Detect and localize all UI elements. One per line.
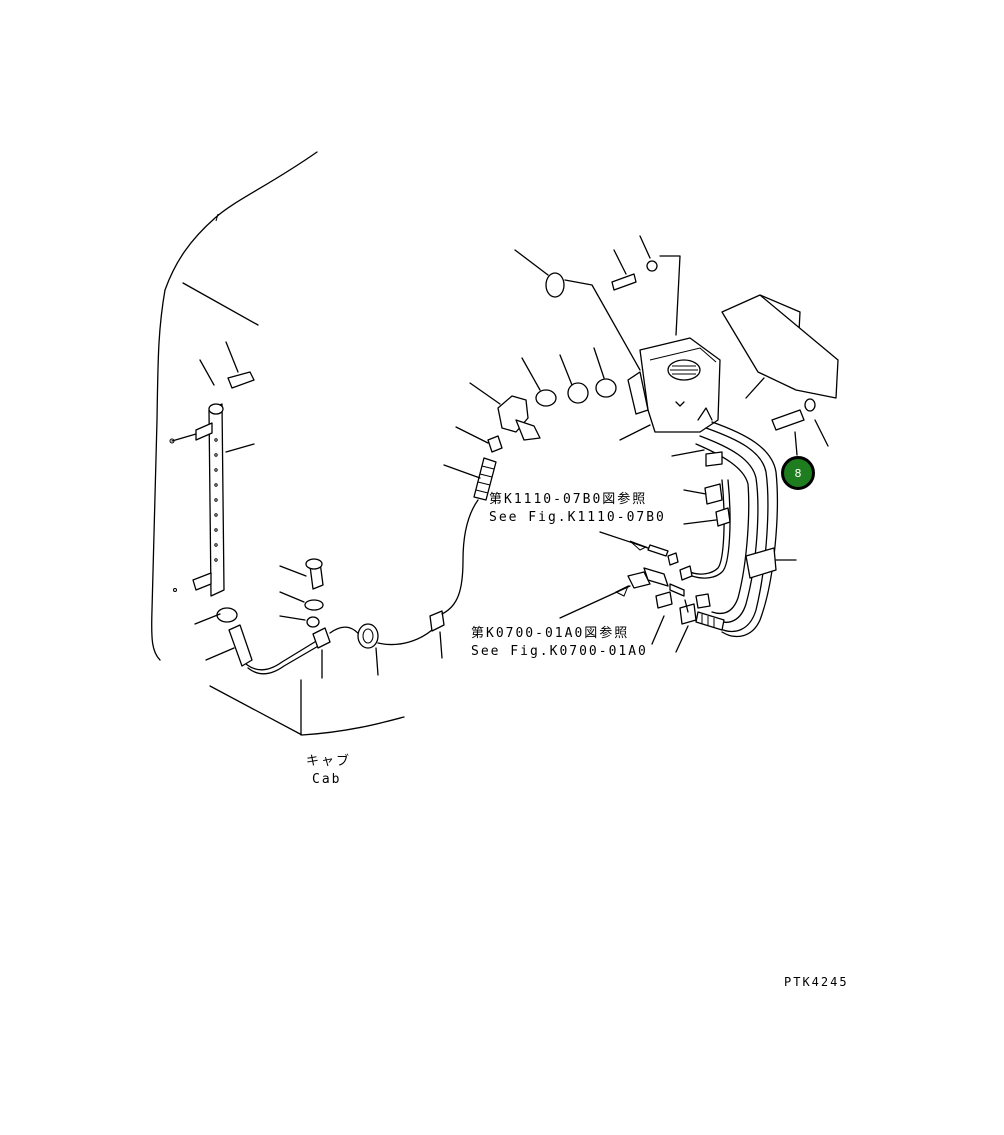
ref-k1110-jp: 第K1110-07B0図参照 bbox=[489, 492, 648, 507]
cab-label-jp: キャブ bbox=[306, 754, 352, 769]
top-hardware bbox=[514, 235, 681, 371]
heater-unit bbox=[627, 337, 721, 433]
cab-outline bbox=[151, 151, 405, 736]
ref-k0700-jp: 第K0700-01A0図参照 bbox=[471, 626, 630, 641]
center-hose bbox=[443, 347, 651, 501]
ref-k0700-en: See Fig.K0700-01A0 bbox=[471, 644, 648, 659]
callout-badge-8[interactable]: 8 bbox=[781, 456, 815, 490]
heater-pipes bbox=[671, 421, 797, 638]
cab-label-en: Cab bbox=[312, 772, 342, 787]
lower-right-parts bbox=[559, 531, 725, 653]
right-panel bbox=[721, 294, 839, 456]
drawing-code: PTK4245 bbox=[784, 975, 849, 989]
left-bracket bbox=[169, 341, 255, 597]
ref-k1110-en: See Fig.K1110-07B0 bbox=[489, 510, 666, 525]
lower-hose bbox=[194, 499, 479, 679]
callout-number: 8 bbox=[794, 466, 802, 480]
